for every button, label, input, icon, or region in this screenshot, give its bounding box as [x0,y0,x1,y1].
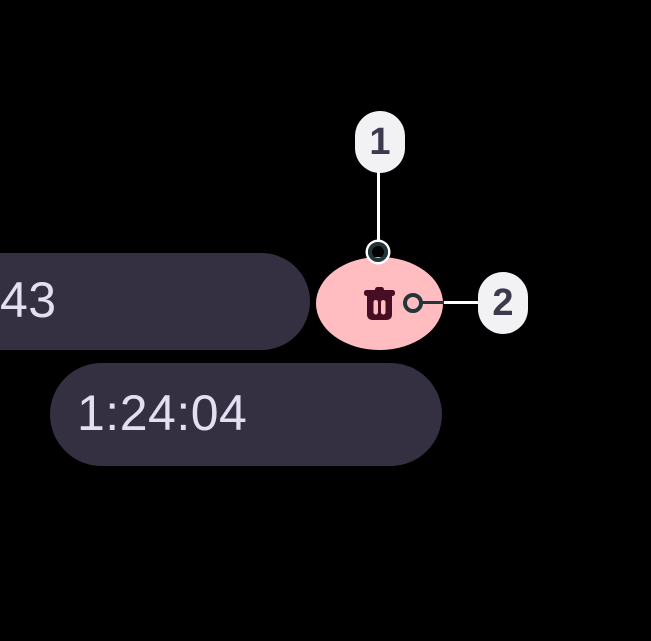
callout-badge-2: 2 [478,272,528,334]
elapsed-time-partial-label: 43 [0,271,57,328]
callout-2-connector-line-light [444,301,478,304]
callout-badge-1: 1 [355,111,405,173]
timer-chip: 1:24:04 [50,363,442,466]
callout-2-connector-line-dark [422,301,444,304]
timer-chip-label: 1:24:04 [77,384,248,441]
callout-1-connector-line [377,172,380,241]
callout-1-label: 1 [369,120,391,163]
callout-1-anchor-ring [368,242,388,262]
elapsed-time-chip-partial: 43 [0,253,310,350]
callout-2-anchor-ring [403,293,423,313]
trash-icon [364,287,395,320]
callout-2-label: 2 [492,281,514,324]
